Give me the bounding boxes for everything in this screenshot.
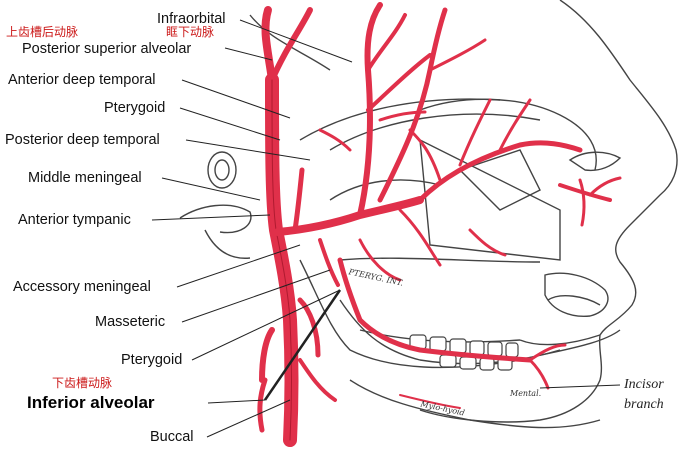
annotation-mental: Mental. [510, 389, 542, 398]
label-posterior-superior-alveolar: Posterior superior alveolar [22, 41, 192, 57]
artery-network [257, 2, 622, 447]
label-pterygoid-upper: Pterygoid [104, 100, 166, 116]
label-buccal: Buccal [150, 429, 194, 445]
label-incisor-branch-line1: Incisor [624, 377, 664, 392]
label-anterior-tympanic: Anterior tympanic [18, 212, 131, 228]
ear-outline [179, 151, 252, 259]
label-incisor-branch-line2: branch [624, 397, 664, 412]
label-pterygoid-lower: Pterygoid [121, 352, 183, 368]
label-infraorbital: Infraorbital [157, 11, 226, 27]
label-masseteric: Masseteric [95, 314, 166, 330]
label-accessory-meningeal: Accessory meningeal [13, 279, 151, 295]
label-anterior-deep-temporal: Anterior deep temporal [8, 72, 156, 88]
leader-lines [151, 19, 621, 438]
label-posterior-deep-temporal: Posterior deep temporal [5, 132, 160, 148]
chinese-label-infraorbital-artery: 眶下动脉 [166, 25, 215, 39]
label-middle-meningeal: Middle meningeal [28, 170, 142, 186]
chinese-label-lower-teeth-artery: 下齿槽动脉 [52, 376, 113, 390]
label-inferior-alveolar: Inferior alveolar [27, 393, 155, 412]
chinese-label-upper-teeth-artery: 上齿槽后动脉 [6, 25, 79, 39]
